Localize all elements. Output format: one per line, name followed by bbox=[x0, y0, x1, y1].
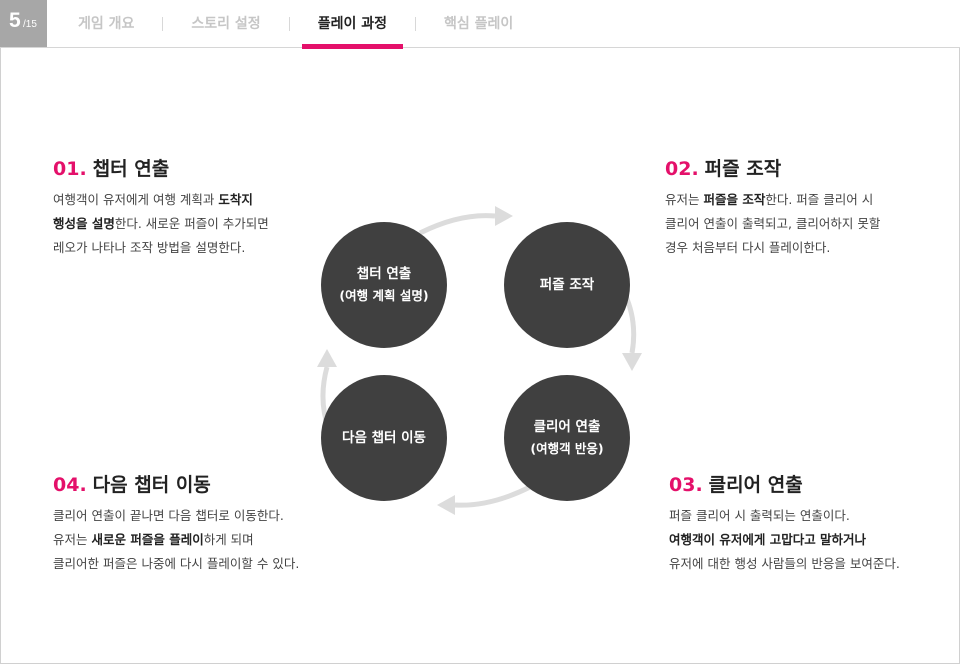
section-description: 클리어 연출이 끝나면 다음 챕터로 이동한다. 유저는 새로운 퍼즐을 플레이… bbox=[53, 504, 299, 576]
desc-text: 유저는 bbox=[665, 192, 704, 207]
arrow-head-left bbox=[437, 495, 455, 515]
desc-text: 한다. 퍼즐 클리어 시 bbox=[765, 192, 874, 207]
tab-divider bbox=[414, 17, 416, 31]
section-chapter-direction: 01.챕터 연출 여행객이 유저에게 여행 계획과 도착지 행성을 설명한다. … bbox=[53, 156, 269, 260]
top-navigation-bar: 5 /15 게임 개요 스토리 설정 플레이 과정 핵심 플레이 bbox=[0, 0, 960, 49]
section-title-text: 챕터 연출 bbox=[92, 158, 170, 180]
desc-text: 하게 되며 bbox=[203, 532, 254, 547]
desc-text: 유저에 대한 행성 사람들의 반응을 보여준다. bbox=[669, 556, 900, 571]
arc-top bbox=[418, 213, 496, 236]
desc-text: 퍼즐 클리어 시 출력되는 연출이다. bbox=[669, 508, 850, 523]
section-title-text: 클리어 연출 bbox=[708, 474, 803, 496]
desc-text: 클리어한 퍼즐은 나중에 다시 플레이할 수 있다. bbox=[53, 556, 300, 571]
desc-text: 유저는 bbox=[53, 532, 92, 547]
tab-play-process[interactable]: 플레이 과정 bbox=[301, 0, 404, 49]
cycle-node-next-chapter: 다음 챕터 이동 bbox=[321, 375, 447, 501]
arc-bottom bbox=[454, 484, 532, 508]
arrow-head-down bbox=[622, 353, 642, 371]
page-number-badge: 5 /15 bbox=[0, 0, 47, 47]
desc-text: 경우 처음부터 다시 플레이한다. bbox=[665, 240, 831, 255]
section-description: 유저는 퍼즐을 조작한다. 퍼즐 클리어 시 클리어 연출이 출력되고, 클리어… bbox=[665, 188, 880, 260]
desc-text: 한다. 새로운 퍼즐이 추가되면 bbox=[114, 216, 269, 231]
arrow-head-right bbox=[495, 206, 513, 226]
node-label: 클리어 연출 bbox=[533, 419, 601, 435]
section-title: 02.퍼즐 조작 bbox=[665, 156, 880, 182]
section-title: 03.클리어 연출 bbox=[669, 472, 900, 498]
section-title: 01.챕터 연출 bbox=[53, 156, 269, 182]
tab-core-play[interactable]: 핵심 플레이 bbox=[443, 16, 514, 32]
node-sublabel: (여행 계획 설명) bbox=[339, 288, 429, 303]
node-label: 다음 챕터 이동 bbox=[342, 430, 426, 446]
cycle-node-puzzle-control: 퍼즐 조작 bbox=[504, 222, 630, 348]
desc-text: 레오가 나타나 조작 방법을 설명한다. bbox=[53, 240, 246, 255]
section-number: 02. bbox=[665, 158, 699, 180]
tab-story-setting[interactable]: 스토리 설정 bbox=[191, 16, 261, 32]
arrow-head-up bbox=[317, 349, 337, 367]
desc-text: 클리어 연출이 출력되고, 클리어하지 못할 bbox=[665, 216, 881, 231]
section-description: 퍼즐 클리어 시 출력되는 연출이다. 여행객이 유저에게 고맙다고 말하거나 … bbox=[669, 504, 900, 576]
section-description: 여행객이 유저에게 여행 계획과 도착지 행성을 설명한다. 새로운 퍼즐이 추… bbox=[53, 188, 269, 260]
section-clear-direction: 03.클리어 연출 퍼즐 클리어 시 출력되는 연출이다. 여행객이 유저에게 … bbox=[669, 472, 900, 576]
section-next-chapter: 04.다음 챕터 이동 클리어 연출이 끝나면 다음 챕터로 이동한다. 유저는… bbox=[53, 472, 299, 576]
desc-bold: 도착지 bbox=[218, 192, 253, 207]
section-puzzle-control: 02.퍼즐 조작 유저는 퍼즐을 조작한다. 퍼즐 클리어 시 클리어 연출이 … bbox=[665, 156, 880, 260]
section-tabs: 게임 개요 스토리 설정 플레이 과정 핵심 플레이 bbox=[62, 0, 529, 49]
desc-text: 여행객이 유저에게 여행 계획과 bbox=[53, 192, 219, 207]
tab-divider bbox=[288, 17, 290, 31]
play-cycle-diagram: 챕터 연출 (여행 계획 설명) 퍼즐 조작 클리어 연출 (여행객 반응) 다… bbox=[300, 195, 650, 525]
section-number: 03. bbox=[669, 474, 703, 496]
page-total: /15 bbox=[23, 19, 37, 30]
tab-game-overview[interactable]: 게임 개요 bbox=[78, 16, 135, 32]
desc-bold: 행성을 설명 bbox=[53, 216, 115, 231]
desc-bold: 퍼즐을 조작 bbox=[703, 192, 766, 207]
desc-text: 클리어 연출이 끝나면 다음 챕터로 이동한다. bbox=[53, 508, 284, 523]
section-number: 04. bbox=[53, 474, 87, 496]
section-title: 04.다음 챕터 이동 bbox=[53, 472, 299, 498]
section-number: 01. bbox=[53, 158, 87, 180]
tab-divider bbox=[162, 17, 164, 31]
section-title-text: 다음 챕터 이동 bbox=[92, 474, 211, 496]
node-label: 챕터 연출 bbox=[356, 266, 412, 282]
node-sublabel: (여행객 반응) bbox=[530, 441, 604, 456]
cycle-node-chapter-direction: 챕터 연출 (여행 계획 설명) bbox=[321, 222, 447, 348]
node-label: 퍼즐 조작 bbox=[539, 277, 595, 293]
cycle-node-clear-direction: 클리어 연출 (여행객 반응) bbox=[504, 375, 630, 501]
section-title-text: 퍼즐 조작 bbox=[704, 158, 782, 180]
page-current: 5 bbox=[9, 9, 21, 32]
desc-bold: 새로운 퍼즐을 플레이 bbox=[91, 532, 204, 547]
desc-bold: 여행객이 유저에게 고맙다고 말하거나 bbox=[669, 532, 867, 547]
